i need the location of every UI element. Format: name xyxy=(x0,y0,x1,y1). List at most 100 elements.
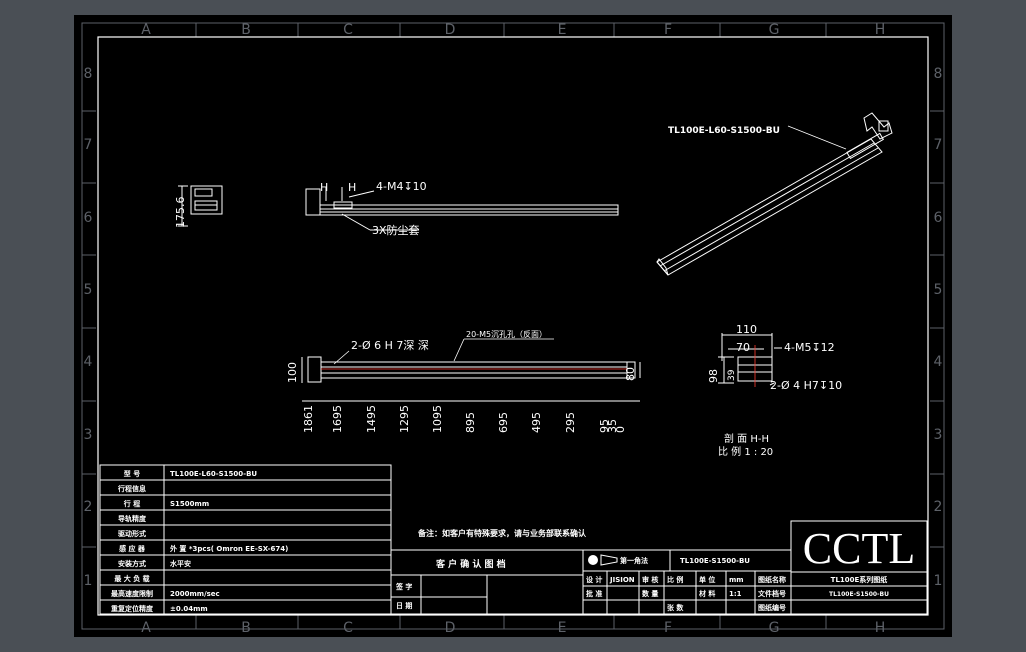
zone-letter-a-bottom: A xyxy=(141,620,151,636)
drawn-label: 设 计 xyxy=(586,575,602,584)
zone-letter-e: E xyxy=(558,22,567,38)
spec-label: 最高速度限制 xyxy=(111,589,153,598)
zone-number-8-right: 8 xyxy=(934,66,943,82)
section-view xyxy=(718,333,782,386)
zone-letter-c: C xyxy=(343,22,353,38)
approve-label: 批 准 xyxy=(586,589,602,598)
zone-number-1-right: 1 xyxy=(934,573,943,589)
projection-icon xyxy=(588,554,618,566)
spec-table xyxy=(99,464,392,615)
spec-value: 2000mm/sec xyxy=(170,590,220,598)
section-mark-h-right: H xyxy=(348,181,356,194)
zone-letter-d-bottom: D xyxy=(445,620,456,636)
title-block xyxy=(582,520,928,615)
zone-number-3-right: 3 xyxy=(934,427,943,443)
zone-border xyxy=(81,22,945,630)
tick-label: 1295 xyxy=(398,405,411,433)
spec-label: 行程信息 xyxy=(117,484,146,493)
spec-label: 感 应 器 xyxy=(119,544,146,553)
drawn-value: JISION xyxy=(609,576,635,584)
plan-view xyxy=(301,356,641,402)
zone-letter-d: D xyxy=(445,22,456,38)
zone-number-2: 2 xyxy=(84,499,93,515)
zone-number-7: 7 xyxy=(84,137,93,153)
zone-ticks xyxy=(82,23,944,629)
spec-value: ±0.04mm xyxy=(170,605,208,613)
spec-value: 外 置 *3pcs( Omron EE-SX-674) xyxy=(170,544,288,553)
zone-letter-g-bottom: G xyxy=(769,620,780,636)
spec-value: TL100E-L60-S1500-BU xyxy=(170,470,257,478)
section-scale: 比 例 1 : 20 xyxy=(718,445,773,458)
spec-label: 行 程 xyxy=(123,499,140,508)
zone-number-2-right: 2 xyxy=(934,499,943,515)
zone-letter-c-bottom: C xyxy=(343,620,353,636)
plan-hole-note: 2-Ø 6 H 7深 深 xyxy=(351,339,429,352)
section-mark-h-left: H xyxy=(320,181,328,194)
zone-number-5-right: 5 xyxy=(934,282,943,298)
zone-letter-h-bottom: H xyxy=(875,620,886,636)
side-thread-label: 4-M4↧10 xyxy=(376,180,427,193)
iso-model-label: TL100E-L60-S1500-BU xyxy=(668,126,780,136)
end-view xyxy=(178,185,223,227)
plan-leaders xyxy=(333,338,554,365)
zone-number-1: 1 xyxy=(84,573,93,589)
side-view xyxy=(305,187,619,231)
zone-letter-h: H xyxy=(875,22,886,38)
tick-label: 0 xyxy=(614,426,627,433)
section-pins: 2-Ø 4 H7↧10 xyxy=(770,379,842,392)
unit-value: mm xyxy=(729,576,744,584)
zone-number-7-right: 7 xyxy=(934,137,943,153)
zone-number-5: 5 xyxy=(84,282,93,298)
tick-label: 1695 xyxy=(331,405,344,433)
section-sub: 39 xyxy=(727,369,737,381)
zone-letters: A B C D E F G H A B C D E F G H 8 7 6 5 … xyxy=(84,22,943,636)
tick-label: 1861 xyxy=(302,405,315,433)
zone-number-6-right: 6 xyxy=(934,210,943,226)
zone-letter-a: A xyxy=(141,22,151,38)
customer-sign-label: 签 字 xyxy=(395,582,412,591)
sheet-label: 张 数 xyxy=(667,603,684,612)
tick-label: 495 xyxy=(530,412,543,433)
spec-label: 型 号 xyxy=(124,469,140,478)
tick-label: 95 xyxy=(598,419,611,433)
section-thread: 4-M5↧12 xyxy=(784,341,835,354)
plan-mount-note: 20-M5沉孔孔（反面） xyxy=(466,329,547,339)
plan-width: 100 xyxy=(286,362,299,383)
cad-drawing: A B C D E F G H A B C D E F G H 8 7 6 5 … xyxy=(81,22,945,636)
isometric-view xyxy=(656,112,893,276)
zone-letter-f: F xyxy=(664,22,672,38)
zone-number-6: 6 xyxy=(84,210,93,226)
tick-label: 695 xyxy=(497,412,510,433)
zone-number-3: 3 xyxy=(84,427,93,443)
tick-label: 295 xyxy=(564,412,577,433)
section-height: 98 xyxy=(707,369,720,383)
spec-label: 安装方式 xyxy=(118,559,146,568)
tick-label: 35 xyxy=(606,419,619,433)
drawing-no-label: 图纸编号 xyxy=(758,603,786,612)
customer-block-title: 客 户 确 认 图 档 xyxy=(435,558,506,570)
drawing-number: TL100E-S1500-BU xyxy=(829,591,889,598)
zone-letter-f-bottom: F xyxy=(664,620,672,636)
qty-label: 数 量 xyxy=(642,589,658,598)
customer-date-label: 日 期 xyxy=(396,601,412,610)
zone-number-4-right: 4 xyxy=(934,354,943,370)
spec-value: 水平安 xyxy=(170,559,191,568)
plan-ticks: 1861 1695 1495 1295 1095 895 695 495 295… xyxy=(302,405,627,433)
spec-label: 驱动形式 xyxy=(118,529,146,538)
iso-leader xyxy=(787,125,847,150)
zone-number-8: 8 xyxy=(84,66,93,82)
spec-rows: 型 号 TL100E-L60-S1500-BU 行程信息 行 程 S1500mm… xyxy=(111,469,288,613)
drawing-sheet: A B C D E F G H A B C D E F G H 8 7 6 5 … xyxy=(74,15,952,637)
drawing-series: TL100E系列图纸 xyxy=(831,575,888,584)
spec-label: 导轨精度 xyxy=(118,514,147,523)
side-pins-label: 3X防尘套 xyxy=(372,223,420,237)
zone-letter-b-bottom: B xyxy=(241,620,251,636)
zone-number-4: 4 xyxy=(84,354,93,370)
zone-letter-b: B xyxy=(241,22,251,38)
section-width: 110 xyxy=(736,323,757,336)
qty-value: 1:1 xyxy=(729,590,742,598)
tick-label: 1095 xyxy=(431,405,444,433)
zone-letter-g: G xyxy=(769,22,780,38)
file-label: 文件档号 xyxy=(758,589,786,598)
end-view-height: 175.6 xyxy=(174,197,187,229)
